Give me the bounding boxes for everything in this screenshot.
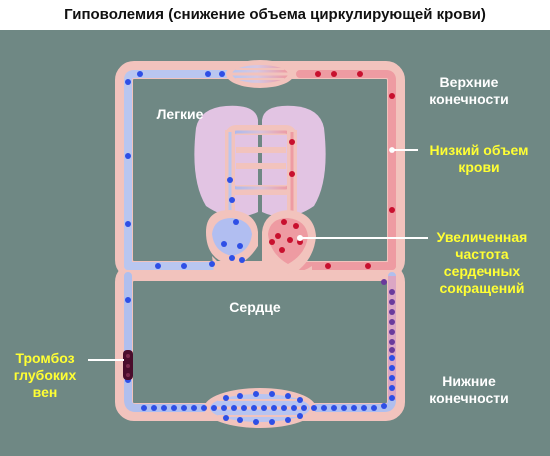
lower-capillary-bed [204,388,316,428]
lower-limbs-label: Нижние конечности [429,373,509,406]
heart-organ [206,210,316,277]
upper-limbs-label: Верхние конечности [429,74,509,107]
upper-circuit [115,61,405,279]
lungs-label: Легкие [156,106,204,122]
venous-blood-cells [125,71,395,425]
upper-right-artery [296,70,396,270]
thrombus-clot [123,350,133,380]
callout-lines [88,149,428,361]
low-blood-volume-label: Низкий объем крови [429,142,529,175]
diagram-title: Гиповолемия (снижение объема циркулирующ… [64,6,486,23]
heart-rate-label: Увеличенная частота сердечных сокращений [436,229,528,296]
heart-label: Сердце [229,299,281,315]
dvt-label: Тромбоз глубоких вен [13,350,77,400]
upper-capillary-bed [226,60,294,88]
lungs-organ [194,105,326,230]
mixed-blood-cells [381,279,395,353]
